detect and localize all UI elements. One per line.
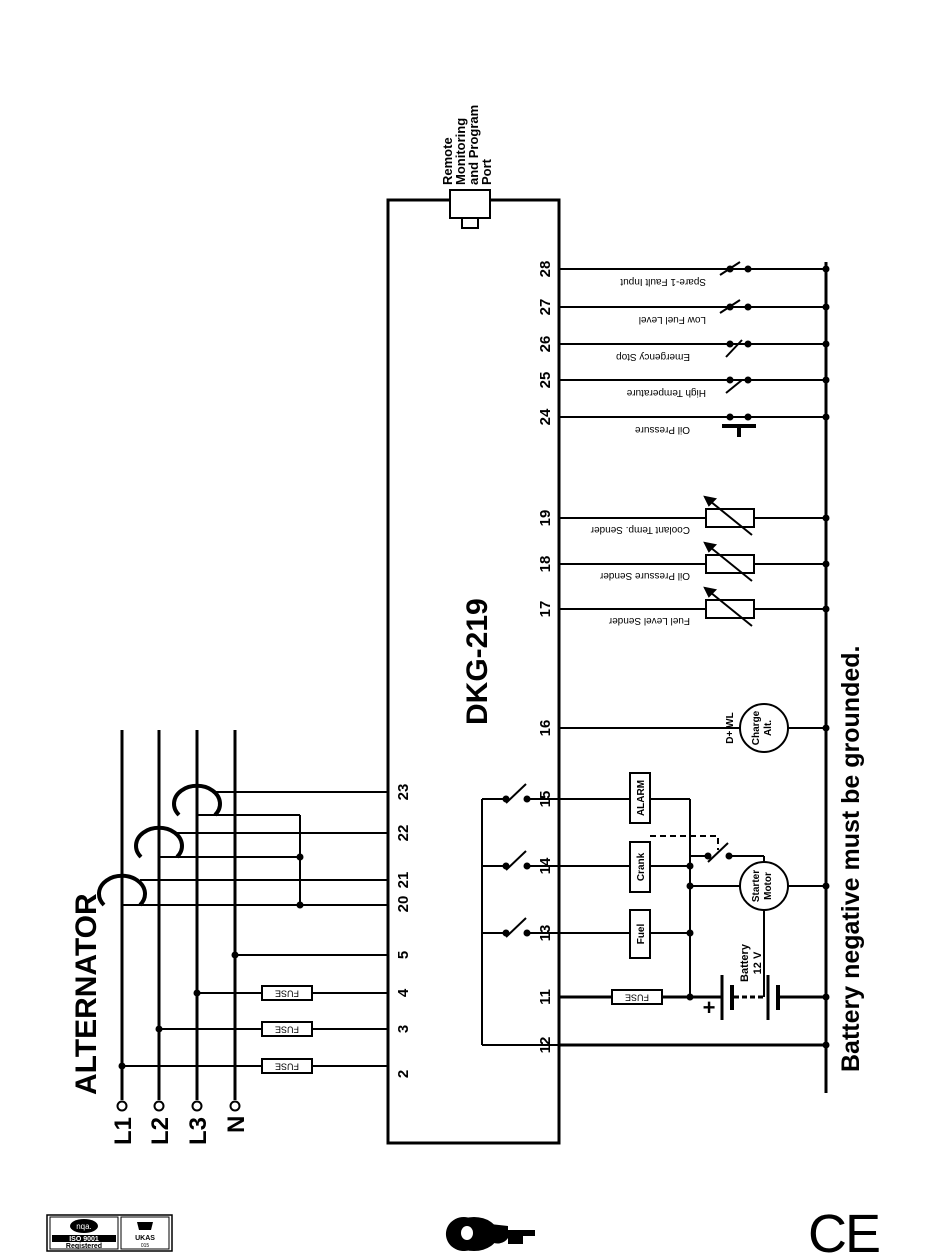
svg-text:Remote: Remote bbox=[440, 137, 455, 185]
fuse: FUSE bbox=[261, 1021, 313, 1037]
charge-label: Charge bbox=[751, 710, 762, 745]
sender-label: Coolant Temp. Sender bbox=[590, 524, 690, 535]
port-label: Remote Monitoring and Program Port bbox=[440, 105, 494, 185]
input-label: Low Fuel Level bbox=[639, 314, 706, 325]
terminal-number: 16 bbox=[537, 720, 554, 737]
terminal-number: 5 bbox=[395, 951, 412, 959]
sender-label: Fuel Level Sender bbox=[608, 615, 690, 626]
terminal-number: 4 bbox=[395, 988, 412, 997]
terminal-number: 23 bbox=[395, 784, 412, 801]
current-transformers bbox=[97, 783, 222, 907]
phase-terminals bbox=[116, 1100, 241, 1112]
svg-text:UKAS: UKAS bbox=[135, 1235, 155, 1242]
input-label: Spare-1 Fault Input bbox=[620, 276, 706, 287]
pressure-switch-icon bbox=[722, 424, 756, 437]
sender-label: Oil Pressure Sender bbox=[599, 570, 690, 581]
fuse: FUSE bbox=[261, 985, 313, 1001]
starter-label: Starter bbox=[751, 870, 762, 902]
terminal-number: 26 bbox=[537, 336, 554, 353]
ct-wiring bbox=[122, 791, 388, 906]
charge-alternator-icon bbox=[739, 703, 789, 753]
phase-label-l3: L3 bbox=[185, 1117, 212, 1145]
pct-mark-icon bbox=[445, 1217, 535, 1251]
charge-label: Alt. bbox=[763, 720, 774, 736]
solenoid-link bbox=[650, 835, 719, 850]
switch-blades bbox=[719, 261, 743, 394]
svg-text:and Program: and Program bbox=[466, 105, 481, 185]
terminal-number: 21 bbox=[395, 872, 412, 889]
svg-text:Monitoring: Monitoring bbox=[453, 118, 468, 185]
input-label: Oil Pressure bbox=[635, 424, 690, 435]
relay-wiring bbox=[481, 798, 691, 1045]
terminal-number: 20 bbox=[395, 896, 412, 913]
relay-label: Crank bbox=[636, 852, 647, 881]
starter-motor-icon bbox=[739, 861, 789, 911]
svg-text:Registered: Registered bbox=[66, 1243, 102, 1250]
terminal-number: 19 bbox=[537, 510, 554, 527]
iso-badge: nqa. ISO 9001 Registered UKAS 015 bbox=[46, 1214, 173, 1252]
terminal-number: 18 bbox=[537, 556, 554, 573]
terminal-number: 25 bbox=[537, 372, 554, 389]
terminal-number: 28 bbox=[537, 261, 554, 278]
sender-wiring bbox=[559, 517, 826, 610]
ground-note: Battery negative must be grounded. bbox=[837, 646, 865, 1072]
terminal-number: 3 bbox=[395, 1025, 412, 1033]
battery-label: Battery bbox=[739, 943, 751, 982]
phase-label-n: N bbox=[223, 1116, 250, 1133]
battery-plus: + bbox=[703, 995, 716, 1020]
svg-text:FUSE: FUSE bbox=[275, 1025, 299, 1035]
battery-label: 12 V bbox=[752, 951, 764, 974]
alternator-title: ALTERNATOR bbox=[70, 893, 103, 1095]
fuse: FUSE bbox=[261, 1058, 313, 1074]
controller-box bbox=[386, 198, 561, 1145]
relay-label: Fuel bbox=[636, 924, 647, 945]
terminal-number: 24 bbox=[537, 408, 554, 425]
relay-boxes bbox=[629, 772, 651, 959]
terminal-number: 11 bbox=[537, 989, 554, 1005]
battery-icon bbox=[720, 975, 780, 1020]
fuse: FUSE bbox=[611, 989, 663, 1005]
starter-label: Motor bbox=[763, 872, 774, 900]
controller-model: DKG-219 bbox=[461, 598, 494, 725]
terminal-number: 17 bbox=[537, 601, 554, 618]
input-label: Emergency Stop bbox=[616, 351, 690, 362]
terminal-number: 27 bbox=[537, 299, 554, 316]
ground-junctions bbox=[822, 265, 830, 1049]
voltage-wiring bbox=[122, 954, 430, 1067]
variable-arrows bbox=[703, 495, 753, 627]
port-icon bbox=[449, 189, 491, 229]
svg-text:FUSE: FUSE bbox=[275, 1062, 299, 1072]
terminal-number: 2 bbox=[395, 1070, 412, 1078]
digital-input-wiring bbox=[559, 268, 826, 418]
svg-text:FUSE: FUSE bbox=[625, 993, 649, 1003]
svg-text:015: 015 bbox=[141, 1243, 150, 1249]
svg-text:FUSE: FUSE bbox=[275, 989, 299, 999]
alternator-lines bbox=[120, 730, 237, 1100]
charge-pin-label: D+ WL bbox=[725, 712, 736, 743]
phase-label-l2: L2 bbox=[147, 1117, 174, 1145]
ce-mark: CE bbox=[808, 1204, 879, 1260]
relay-label: ALARM bbox=[636, 780, 647, 816]
phase-label-l1: L1 bbox=[110, 1117, 137, 1145]
terminal-number: 22 bbox=[395, 825, 412, 842]
svg-text:ISO 9001: ISO 9001 bbox=[69, 1236, 99, 1243]
input-label: High Temperature bbox=[626, 387, 706, 398]
switch-contacts bbox=[726, 265, 752, 421]
svg-text:Port: Port bbox=[479, 158, 494, 185]
svg-text:nqa.: nqa. bbox=[76, 1222, 92, 1231]
